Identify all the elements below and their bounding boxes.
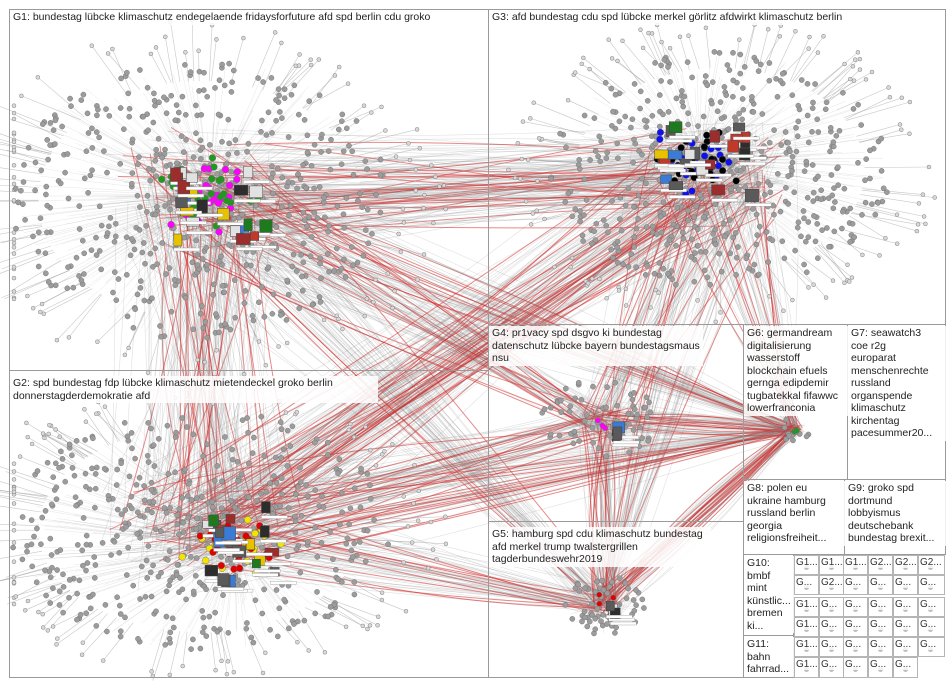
small-group-label: G... (870, 659, 886, 670)
small-group-label: G... (895, 619, 911, 630)
small-group-label: G... (920, 639, 936, 650)
group-label-g7: G7: seawatch3 coe r2g europarat menschen… (848, 326, 948, 441)
group-label-g8: G8: polen eu ukraine hamburg russland be… (744, 481, 846, 546)
small-group-label: G... (796, 577, 812, 588)
small-group-cell: G1... (794, 555, 819, 575)
small-group-cell: G... (843, 575, 868, 595)
small-group-cell: G1... (794, 637, 819, 657)
group-label-g11: G11: bahn fahrrad... (744, 637, 794, 677)
small-group-label: G1... (796, 557, 818, 568)
small-group-cell: G... (843, 637, 868, 657)
small-group-label: G... (845, 639, 861, 650)
small-group-label: G1... (796, 599, 818, 610)
small-group-cell: G... (868, 637, 893, 657)
small-group-cell: G... (893, 575, 918, 595)
small-group-label: G2... (920, 557, 942, 568)
small-group-label: G... (821, 599, 837, 610)
small-group-label: G2... (870, 557, 892, 568)
group-label-g4: G4: pr1vacy spd dsgvo ki bundestag daten… (489, 326, 703, 366)
small-group-cell: G2... (918, 555, 945, 575)
small-group-label: G... (870, 639, 886, 650)
small-group-label: G... (920, 599, 936, 610)
small-group-cell: G... (918, 575, 945, 595)
small-group-label: G... (870, 577, 886, 588)
small-group-label: G... (895, 639, 911, 650)
panel-g1 (9, 9, 489, 371)
small-group-cell: G2... (893, 555, 918, 575)
small-group-label: G2... (821, 577, 843, 588)
small-group-cell: G... (893, 637, 918, 657)
small-group-cell: G... (794, 575, 819, 595)
small-group-label: G1... (796, 639, 818, 650)
small-group-cell: G... (819, 657, 844, 678)
small-group-cell: G... (843, 597, 868, 617)
group-label-g5: G5: hamburg spd cdu klimaschutz bundesta… (489, 527, 711, 567)
small-group-cell: G... (819, 597, 844, 617)
group-label-g9: G9: groko spd dortmund lobbyismus deutsc… (845, 481, 947, 546)
small-group-cell: G1... (794, 597, 819, 617)
small-group-cell: G... (918, 617, 945, 637)
small-group-cell: G... (868, 597, 893, 617)
small-group-label: G... (895, 599, 911, 610)
group-label-g1: G1: bundestag lübcke klimaschutz endegel… (10, 10, 433, 25)
small-group-label: G... (895, 659, 911, 670)
small-group-label: G2... (895, 557, 917, 568)
small-group-label: G1... (796, 619, 818, 630)
small-group-cell: G... (868, 575, 893, 595)
small-group-cell: G2... (868, 555, 893, 575)
small-group-cell: G... (868, 617, 893, 637)
small-group-label: G... (845, 599, 861, 610)
group-label-g3: G3: afd bundestag cdu spd lübcke merkel … (489, 10, 845, 25)
small-group-label: G... (870, 599, 886, 610)
small-group-cell: G... (918, 637, 945, 657)
small-group-cell: G... (843, 617, 868, 637)
small-group-cell: G... (819, 617, 844, 637)
small-group-cell: G2... (819, 575, 844, 595)
group-label-g6: G6: germandream digitalisierung wasserst… (744, 326, 848, 416)
small-group-cell: G... (893, 597, 918, 617)
small-group-label: G1... (821, 557, 843, 568)
small-group-label: G... (920, 619, 936, 630)
small-group-cell: G... (893, 657, 918, 678)
small-group-label: G... (821, 639, 837, 650)
small-group-label: G1... (845, 557, 867, 568)
small-group-label: G... (870, 619, 886, 630)
small-group-label: G... (845, 659, 861, 670)
group-label-g2: G2: spd bundestag fdp lübcke klimaschutz… (10, 376, 378, 403)
small-group-cell: G1... (843, 555, 868, 575)
small-group-cell: G... (918, 597, 945, 617)
small-group-cell: G... (843, 657, 868, 678)
panel-g2 (9, 370, 489, 678)
small-group-cell: G1... (794, 617, 819, 637)
panel-g3 (488, 9, 946, 325)
small-group-label: G... (845, 619, 861, 630)
small-group-cell: G... (819, 637, 844, 657)
small-group-label: G... (895, 577, 911, 588)
group-label-g10: G10: bmbf mint künstlic... bremen ki... (744, 556, 794, 633)
small-group-label: G1... (796, 659, 818, 670)
small-group-cell: G... (868, 657, 893, 678)
small-group-label: G... (920, 577, 936, 588)
small-group-label: G... (821, 659, 837, 670)
small-group-cell: G... (893, 617, 918, 637)
small-group-cell: G1... (794, 657, 819, 678)
small-group-cell: G1... (819, 555, 844, 575)
small-group-label: G... (821, 619, 837, 630)
small-group-label: G... (845, 577, 861, 588)
